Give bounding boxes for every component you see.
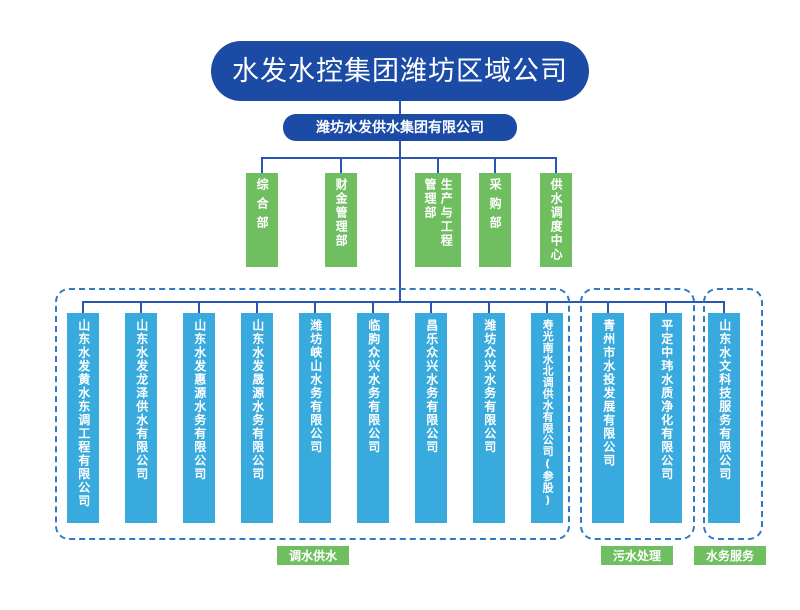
department-label-3: 采购部 — [488, 178, 503, 235]
company-label-0: 山东水发黄水东调工程有限公司 — [76, 319, 91, 508]
category-label-water-supply-text: 调水供水 — [288, 548, 337, 563]
company-box-1[interactable]: 山东水发龙泽供水有限公司 — [125, 313, 157, 523]
sub-node[interactable]: 潍坊水发供水集团有限公司 — [283, 114, 517, 141]
company-label-8: 寿光南水北调供水有限公司(参股) — [541, 319, 555, 507]
company-drop-2 — [198, 301, 200, 313]
company-box-6[interactable]: 昌乐众兴水务有限公司 — [415, 313, 447, 523]
company-box-10[interactable]: 平定中玮水质净化有限公司 — [650, 313, 682, 523]
company-drop-9 — [607, 301, 609, 313]
department-box-0[interactable]: 综合部 — [246, 173, 278, 267]
company-label-6: 昌乐众兴水务有限公司 — [424, 319, 439, 454]
company-drop-0 — [82, 301, 84, 313]
company-drop-6 — [430, 301, 432, 313]
group-box-water-services — [703, 288, 763, 540]
department-label-1: 财金管理部 — [334, 178, 349, 248]
department-label-2b: 管理部 — [423, 178, 437, 220]
company-drop-7 — [488, 301, 490, 313]
department-drop-2 — [340, 157, 342, 173]
department-box-3[interactable]: 采购部 — [479, 173, 511, 267]
category-label-water-supply: 调水供水 — [277, 546, 349, 565]
company-bus — [82, 301, 723, 303]
company-drop-5 — [372, 301, 374, 313]
company-label-10: 平定中玮水质净化有限公司 — [659, 319, 674, 481]
company-drop-1 — [140, 301, 142, 313]
department-box-2[interactable]: 生产与工程 管理部 — [415, 173, 461, 267]
group-box-water-supply — [55, 288, 570, 540]
company-drop-10 — [665, 301, 667, 313]
company-box-8[interactable]: 寿光南水北调供水有限公司(参股) — [531, 313, 563, 523]
connector-root-to-sub — [399, 101, 401, 114]
company-box-0[interactable]: 山东水发黄水东调工程有限公司 — [67, 313, 99, 523]
company-box-11[interactable]: 山东水文科技服务有限公司 — [708, 313, 740, 523]
category-label-water-services-text: 水务服务 — [705, 548, 754, 563]
company-box-7[interactable]: 潍坊众兴水务有限公司 — [473, 313, 505, 523]
department-box-1[interactable]: 财金管理部 — [325, 173, 357, 267]
company-label-3: 山东水发晟源水务有限公司 — [250, 319, 265, 481]
company-label-2: 山东水发惠源水务有限公司 — [192, 319, 207, 481]
category-label-sewage: 污水处理 — [601, 546, 673, 565]
company-label-4: 潍坊峡山水务有限公司 — [308, 319, 323, 454]
company-drop-3 — [256, 301, 258, 313]
root-node[interactable]: 水发水控集团潍坊区域公司 — [211, 41, 589, 101]
department-drop-3 — [437, 157, 439, 173]
company-label-11: 山东水文科技服务有限公司 — [717, 319, 732, 481]
company-label-1: 山东水发龙泽供水有限公司 — [134, 319, 149, 481]
company-label-5: 临朐众兴水务有限公司 — [366, 319, 381, 454]
sub-node-label: 潍坊水发供水集团有限公司 — [316, 119, 484, 136]
department-label-0: 综合部 — [255, 178, 270, 235]
department-label-4: 供水调度中心 — [549, 178, 564, 262]
company-box-4[interactable]: 潍坊峡山水务有限公司 — [299, 313, 331, 523]
company-box-9[interactable]: 青州市水投发展有限公司 — [592, 313, 624, 523]
company-box-5[interactable]: 临朐众兴水务有限公司 — [357, 313, 389, 523]
root-node-label: 水发水控集团潍坊区域公司 — [232, 55, 568, 87]
category-label-water-services: 水务服务 — [694, 546, 766, 565]
connector-spine-to-companies — [399, 141, 401, 301]
department-drop-1 — [261, 157, 263, 173]
company-box-2[interactable]: 山东水发惠源水务有限公司 — [183, 313, 215, 523]
company-label-9: 青州市水投发展有限公司 — [601, 319, 616, 468]
company-drop-8 — [546, 301, 548, 313]
department-box-4[interactable]: 供水调度中心 — [540, 173, 572, 267]
department-bus — [261, 157, 557, 159]
department-drop-4 — [494, 157, 496, 173]
company-drop-11 — [723, 301, 725, 313]
company-drop-4 — [314, 301, 316, 313]
category-label-sewage-text: 污水处理 — [612, 548, 661, 563]
company-label-7: 潍坊众兴水务有限公司 — [482, 319, 497, 454]
group-box-sewage — [580, 288, 695, 540]
department-drop-5 — [555, 157, 557, 173]
department-label-2a: 生产与工程 — [439, 178, 454, 248]
company-box-3[interactable]: 山东水发晟源水务有限公司 — [241, 313, 273, 523]
